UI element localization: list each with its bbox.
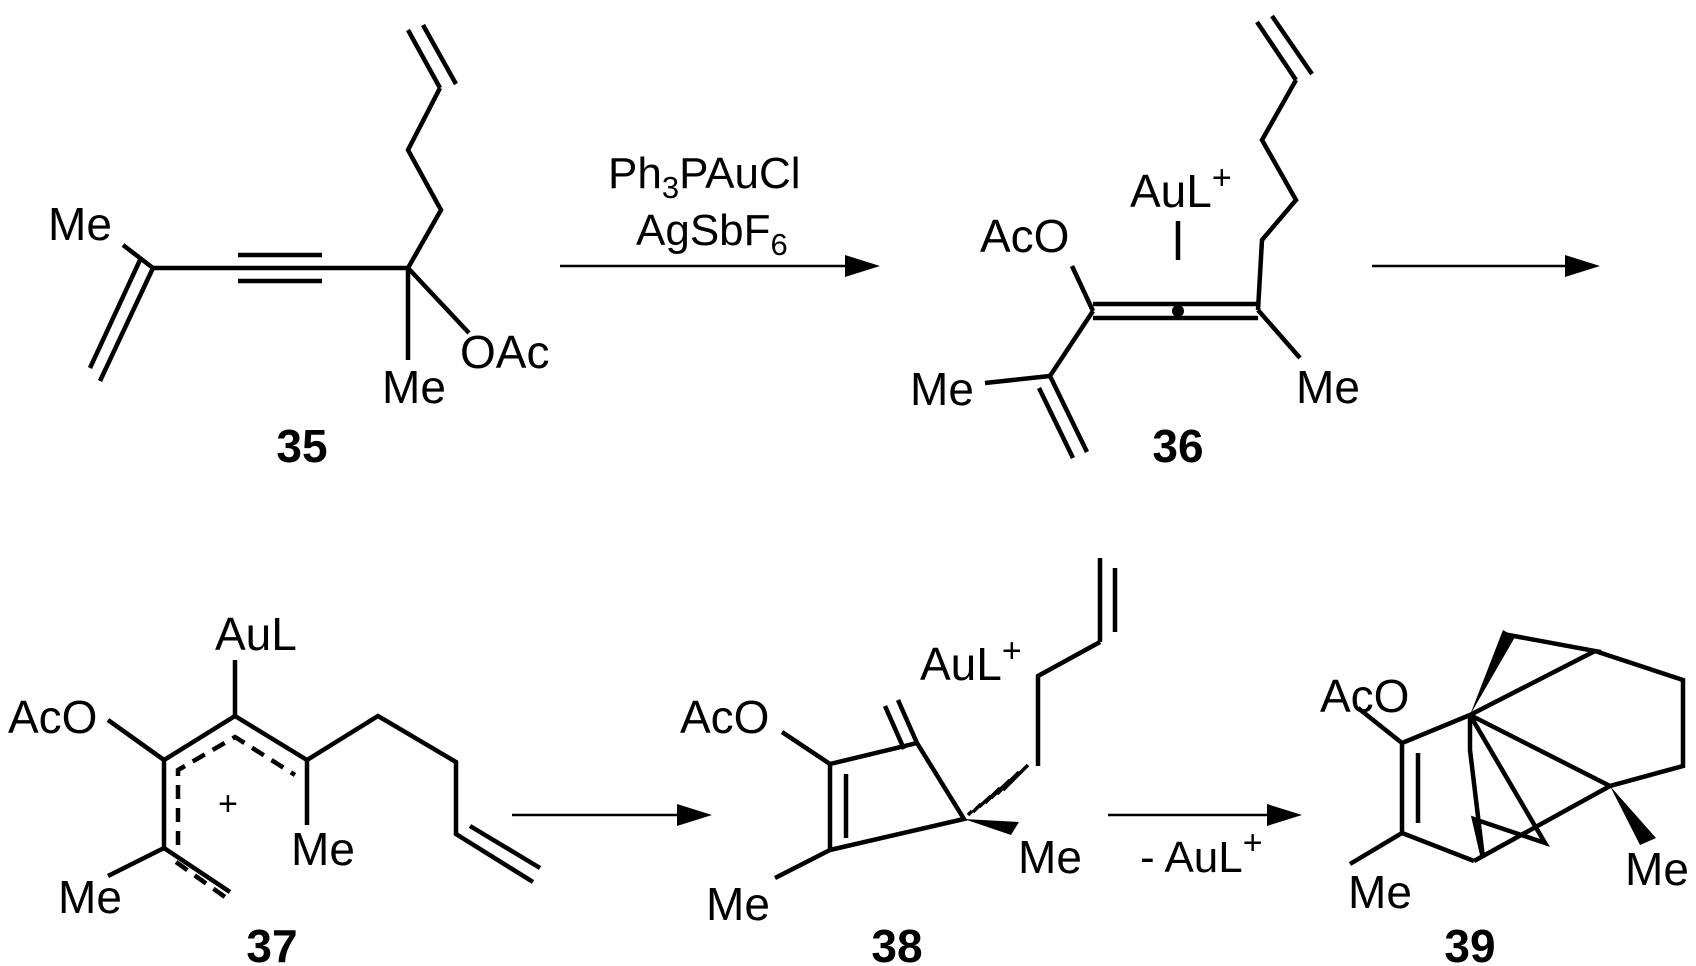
compound-number: 35 <box>276 420 327 472</box>
me-label: Me <box>58 871 122 923</box>
compound-37: + AuL AcO Me Me 37 <box>8 608 542 966</box>
me-label: Me <box>1625 843 1689 895</box>
me-label: Me <box>291 823 355 875</box>
aco-label: AcO <box>8 691 97 743</box>
compound-number: 37 <box>246 920 297 966</box>
compound-number: 36 <box>1152 420 1203 472</box>
cation-charge: + <box>218 785 238 823</box>
aco-label: AcO <box>680 691 769 743</box>
me-label: Me <box>910 363 974 415</box>
aul-label: AuL <box>215 608 297 660</box>
hashed-bond <box>966 763 1030 817</box>
compound-number: 38 <box>871 920 922 966</box>
me-label: Me <box>1296 361 1360 413</box>
reagent-label: AgSbF6 <box>636 206 788 262</box>
reagent-label: - AuL+ <box>1140 824 1263 882</box>
compound-number: 39 <box>1444 920 1495 966</box>
me-label: Me <box>382 361 446 413</box>
allene-center-dot <box>1172 305 1184 317</box>
compound-36: AcO AuL+ Me Me 36 <box>910 14 1360 472</box>
me-label: Me <box>48 198 112 250</box>
aco-label: AcO <box>1320 670 1409 722</box>
aco-label: AcO <box>980 210 1069 262</box>
me-label: Me <box>1018 831 1082 883</box>
reaction-arrow-2 <box>1372 255 1600 277</box>
compound-35: Me Me OAc 35 <box>48 23 549 472</box>
compound-39: AcO Me Me 39 <box>1320 630 1689 966</box>
reagent-label: Ph3PAuCl <box>608 149 801 205</box>
aul-label: AuL+ <box>920 632 1022 690</box>
oac-label: OAc <box>460 326 549 378</box>
aul-label: AuL+ <box>1130 159 1232 217</box>
reaction-arrow-4: - AuL+ <box>1108 804 1302 882</box>
reaction-arrow-1: Ph3PAuCl AgSbF6 <box>560 149 880 277</box>
compound-38: AuL+ AcO Me Me 38 <box>680 558 1118 966</box>
me-label: Me <box>706 878 770 930</box>
me-label: Me <box>1348 866 1412 918</box>
reaction-arrow-3 <box>512 804 712 826</box>
